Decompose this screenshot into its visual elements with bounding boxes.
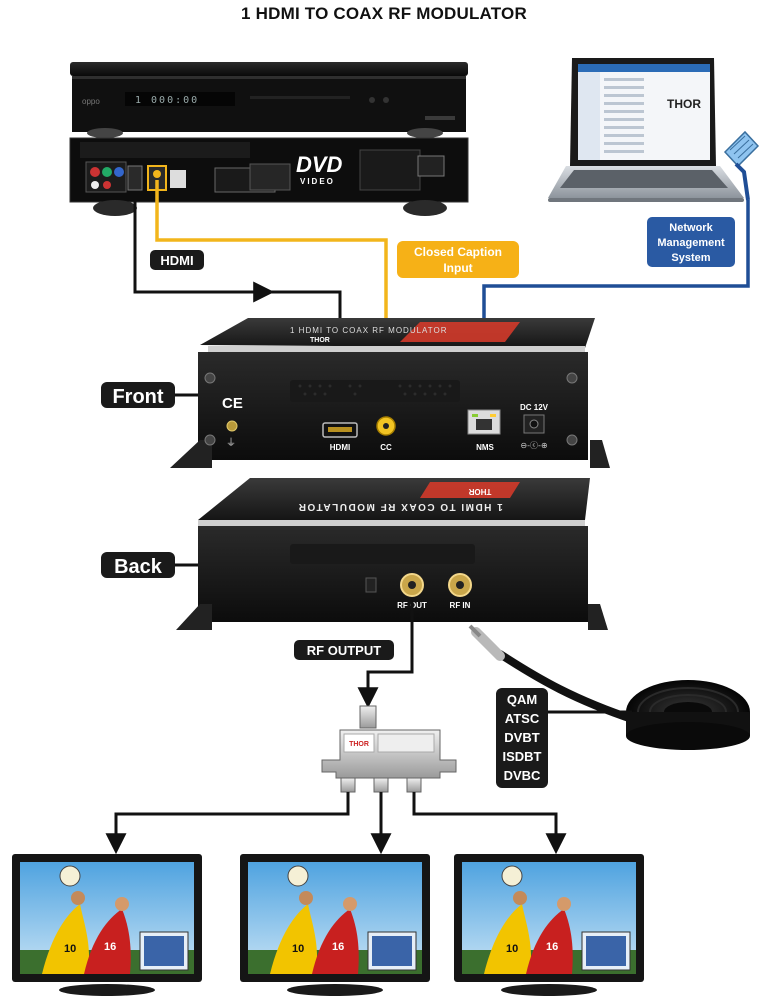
page-title: 1 HDMI TO COAX RF MODULATOR bbox=[241, 4, 527, 23]
closed-caption-line-2: Input bbox=[443, 261, 472, 275]
back-top-brand: THOR bbox=[468, 487, 491, 496]
front-top-text: 1 HDMI TO COAX RF MODULATOR bbox=[290, 326, 448, 335]
nms-line-1: Network bbox=[669, 222, 713, 234]
front-label-text: Front bbox=[112, 386, 163, 408]
format-qam: QAM bbox=[507, 692, 537, 707]
tv-number-a: 10 bbox=[292, 943, 304, 955]
ethernet-plug bbox=[723, 130, 760, 201]
nms-line-3: System bbox=[671, 252, 710, 264]
back-port-rf-in: RF IN bbox=[450, 601, 471, 610]
splitter: THOR bbox=[321, 705, 457, 793]
tv-1: 10 16 bbox=[12, 854, 202, 996]
tv-3: 10 16 bbox=[454, 854, 644, 996]
coax-cable-coil bbox=[468, 624, 750, 750]
format-isdbt: ISDBT bbox=[503, 749, 542, 764]
tv-2: 10 16 bbox=[240, 854, 430, 996]
front-port-cc: CC bbox=[380, 443, 392, 452]
rf-output-label-text: RF OUTPUT bbox=[307, 643, 381, 658]
format-dvbc: DVBC bbox=[504, 768, 541, 783]
closed-caption-line-1: Closed Caption bbox=[414, 245, 502, 259]
hdmi-label: HDMI bbox=[150, 250, 204, 270]
splitter-brand: THOR bbox=[349, 741, 369, 748]
back-label: Back bbox=[101, 552, 175, 578]
formats-label: QAM ATSC DVBT ISDBT DVBC bbox=[496, 688, 548, 788]
laptop-brand: THOR bbox=[667, 97, 701, 111]
front-port-hdmi: HDMI bbox=[330, 443, 350, 452]
ce-mark: CE bbox=[222, 395, 243, 412]
player-display: 1 000:00 bbox=[135, 95, 199, 106]
rf-output-cable bbox=[366, 600, 414, 700]
back-top-text: 1 HDMI TO COAX RF MODULATOR bbox=[297, 501, 503, 512]
back-label-text: Back bbox=[114, 556, 163, 578]
dvd-sub: VIDEO bbox=[300, 177, 335, 186]
front-power-label: DC 12V bbox=[520, 403, 549, 412]
format-atsc: ATSC bbox=[505, 711, 540, 726]
svg-text:⏚: ⏚ bbox=[226, 437, 236, 449]
dvd-logo: DVD bbox=[296, 152, 343, 177]
rf-output-label: RF OUTPUT bbox=[294, 640, 394, 660]
front-port-nms: NMS bbox=[476, 443, 494, 452]
hdmi-label-text: HDMI bbox=[160, 253, 193, 268]
format-dvbt: DVBT bbox=[504, 730, 539, 745]
front-top-brand: THOR bbox=[310, 337, 330, 344]
modulator-front: 1 HDMI TO COAX RF MODULATOR THOR CE ⏚ HD… bbox=[170, 318, 610, 468]
tv-number-b: 16 bbox=[332, 941, 344, 953]
front-label: Front bbox=[101, 382, 175, 408]
tv3-cable bbox=[412, 792, 558, 840]
nms-line-2: Management bbox=[657, 237, 725, 249]
tv-number-b: 16 bbox=[546, 941, 558, 953]
closed-caption-label: Closed Caption Input bbox=[397, 241, 519, 278]
svg-text:⊖-ⓒ-⊕: ⊖-ⓒ-⊕ bbox=[520, 441, 547, 450]
modulator-back: THOR 1 HDMI TO COAX RF MODULATOR RF OUT … bbox=[176, 478, 608, 630]
nms-label: Network Management System bbox=[647, 217, 735, 267]
dvd-player: oppo 1 000:00 DVD VIDEO bbox=[69, 62, 469, 216]
tv-number-a: 10 bbox=[506, 943, 518, 955]
laptop: THOR bbox=[548, 58, 744, 202]
svg-text:oppo: oppo bbox=[82, 97, 100, 106]
tv1-cable bbox=[114, 792, 350, 840]
tv-number-b: 16 bbox=[104, 941, 116, 953]
tv-number-a: 10 bbox=[64, 943, 76, 955]
